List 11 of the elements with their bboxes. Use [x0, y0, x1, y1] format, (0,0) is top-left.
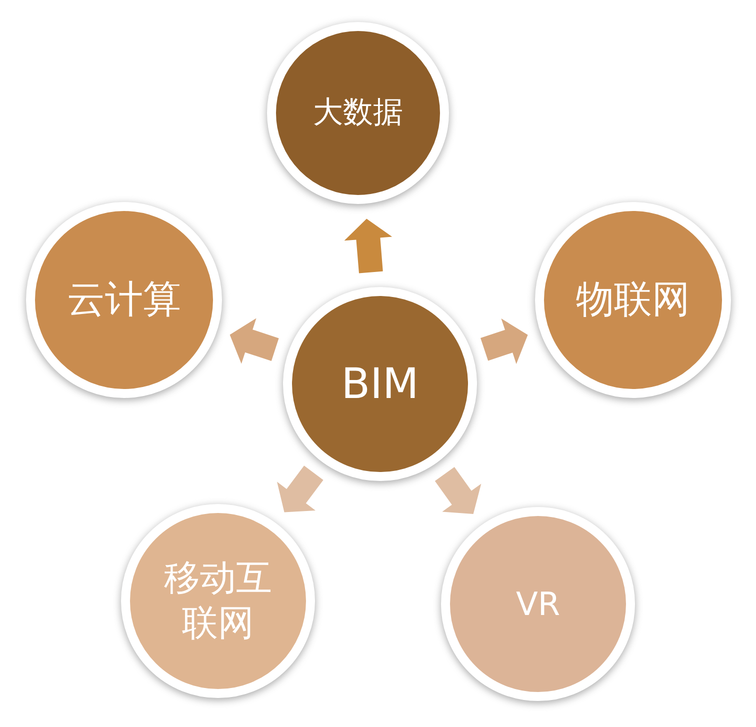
node-label: 物联网: [575, 276, 691, 324]
node-label: VR: [514, 584, 562, 624]
node-label: 云计算: [66, 276, 182, 324]
block-arrow: [480, 318, 528, 364]
block-arrow: [434, 467, 482, 514]
node-label: BIM: [340, 358, 420, 410]
node-label: 移动互联网: [163, 557, 273, 646]
block-arrow: [230, 318, 279, 364]
block-arrow: [277, 466, 324, 512]
node-label: 大数据: [312, 94, 404, 132]
block-arrow: [344, 218, 392, 274]
